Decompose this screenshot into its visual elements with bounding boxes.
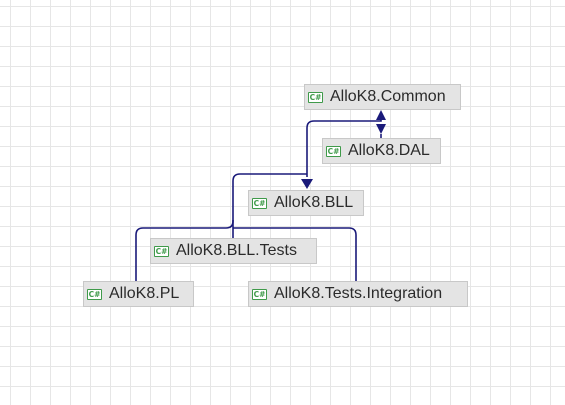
- csharp-project-icon: C#: [326, 145, 341, 157]
- csharp-project-icon: C#: [308, 91, 323, 103]
- node-label: AlloK8.Common: [330, 88, 446, 105]
- csharp-project-icon: C#: [87, 288, 102, 300]
- node-label: AlloK8.PL: [109, 285, 180, 302]
- edge-pl-to-bll: [135, 173, 307, 281]
- edge-tests-integration-to-bll: [233, 227, 357, 281]
- csharp-project-icon: C#: [252, 197, 267, 209]
- arrowhead-dal-source: [376, 124, 386, 134]
- node-label: AlloK8.BLL.Tests: [176, 242, 297, 259]
- arrowhead-bll: [301, 179, 313, 189]
- arrowhead-common: [376, 110, 386, 120]
- node-allok8-common[interactable]: C# AlloK8.Common: [304, 84, 461, 110]
- node-allok8-bll-tests[interactable]: C# AlloK8.BLL.Tests: [150, 238, 317, 264]
- node-allok8-dal[interactable]: C# AlloK8.DAL: [322, 138, 441, 164]
- node-allok8-tests-integration[interactable]: C# AlloK8.Tests.Integration: [248, 281, 468, 307]
- node-label: AlloK8.DAL: [348, 142, 430, 159]
- csharp-project-icon: C#: [154, 245, 169, 257]
- edge-bll-to-common: [306, 117, 382, 177]
- node-label: AlloK8.BLL: [274, 194, 354, 211]
- csharp-project-icon: C#: [252, 288, 267, 300]
- node-allok8-bll[interactable]: C# AlloK8.BLL: [248, 190, 364, 216]
- node-allok8-pl[interactable]: C# AlloK8.PL: [83, 281, 194, 307]
- node-label: AlloK8.Tests.Integration: [274, 285, 443, 302]
